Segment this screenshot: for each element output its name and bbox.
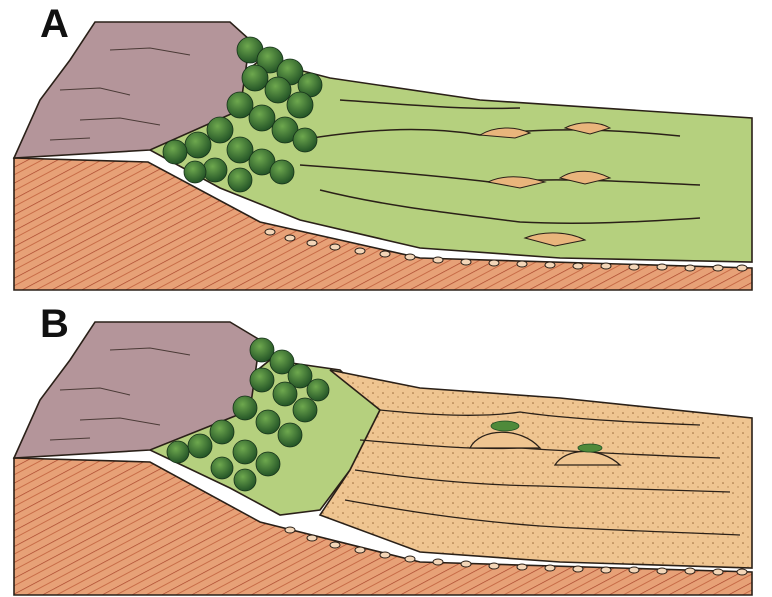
panel-b: B <box>0 300 772 597</box>
landscape-diagram-b <box>0 300 772 597</box>
landscape-diagram-a <box>0 0 772 292</box>
panel-a: A <box>0 0 772 292</box>
sand-plain <box>320 370 752 568</box>
